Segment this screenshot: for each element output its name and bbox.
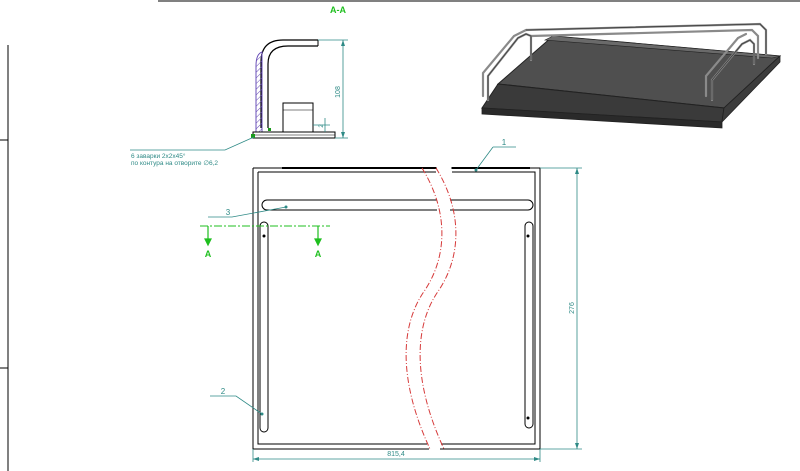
dim-section-small: 2	[319, 124, 325, 128]
section-mark-right: A	[315, 249, 322, 259]
section-mark-left: A	[205, 249, 212, 259]
insert-block	[282, 102, 314, 133]
section-view: 108 2	[251, 39, 348, 139]
dim-section-height: 108	[335, 86, 342, 98]
balloon-1: 1	[502, 138, 507, 147]
handle-rod	[260, 39, 318, 128]
dim-overall-height: 276	[569, 302, 576, 314]
slot-right	[524, 221, 534, 429]
break-line-left	[405, 167, 443, 450]
hatched-wall	[255, 51, 263, 133]
weld-note: 6 заварки 2x2x45° по контура на отворите…	[130, 136, 255, 167]
section-title: A-A	[330, 5, 346, 15]
slot-left	[259, 221, 269, 433]
top-view: A A 1 3 2 276 815,4	[200, 138, 582, 462]
balloon-2: 2	[221, 387, 226, 396]
tray-isometric-view	[481, 22, 782, 129]
balloon-3: 3	[226, 208, 231, 217]
slot-horizontal	[261, 199, 534, 211]
weld-note-line2: по контура на отворите ∅6,2	[131, 160, 218, 167]
weld-note-line1: 6 заварки 2x2x45°	[131, 152, 186, 160]
break-line-right	[419, 167, 457, 450]
dim-overall-width: 815,4	[387, 451, 405, 458]
